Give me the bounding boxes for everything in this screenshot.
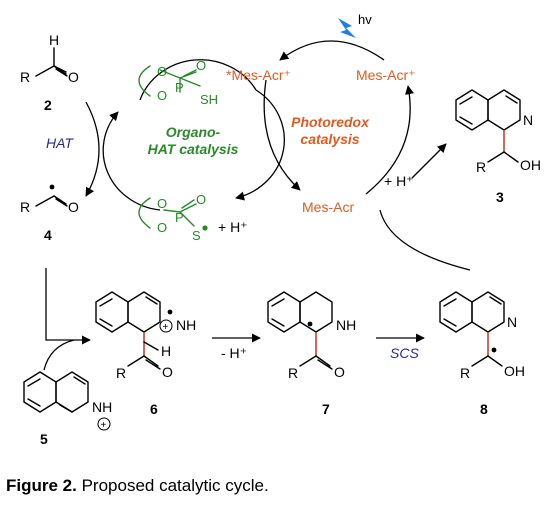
hv-label: hv xyxy=(358,12,372,27)
organo-label-line2: HAT catalysis xyxy=(148,141,239,157)
photo-right-arc xyxy=(365,85,414,195)
compound-2-h: H xyxy=(49,32,59,48)
caption-text: Proposed catalytic cycle. xyxy=(81,476,269,495)
compound-3-r: R xyxy=(476,159,486,175)
compound-3-n: N xyxy=(523,112,533,128)
mes-acr-cation: Mes-Acr⁺ xyxy=(356,67,416,83)
photo-top-arc xyxy=(279,40,385,61)
organo-cycle-left-arc xyxy=(102,111,161,211)
cat-top-o2: O xyxy=(157,88,167,103)
compound-6-h: H xyxy=(161,343,171,359)
compound-7-number: 7 xyxy=(322,401,330,417)
thiyl-radical-dot xyxy=(202,225,208,231)
isoquinoline-approach-curve xyxy=(43,339,75,371)
compound-8: N R OH 8 xyxy=(439,291,525,417)
photo-left-arc xyxy=(263,79,301,191)
compound-7-r: R xyxy=(288,365,298,381)
compound-7: NH R O 7 xyxy=(267,291,356,417)
compound-7-radical-dot xyxy=(307,321,313,327)
svg-text:+: + xyxy=(163,322,169,333)
cat-top-o1: O xyxy=(157,64,167,79)
compound-5-nh: NH xyxy=(92,399,112,415)
catalyst-thiyl-radical: O O P O S xyxy=(138,192,208,243)
compound-6: + NH H R O 6 xyxy=(95,291,196,417)
compound-6-r: R xyxy=(116,365,126,381)
compound-6-o: O xyxy=(162,364,173,380)
cat-bot-p: P xyxy=(175,210,184,225)
compound-3: N R OH 3 xyxy=(455,89,541,205)
figure-caption: Figure 2. Proposed catalytic cycle. xyxy=(6,476,269,496)
compound-2-r: R xyxy=(20,69,30,85)
compound-4-number: 4 xyxy=(44,227,52,243)
compound-2-o: O xyxy=(68,69,79,85)
hplus-right: + H⁺ xyxy=(384,173,414,189)
compound-2: R H O 2 xyxy=(20,32,79,113)
addition-arrow xyxy=(45,268,91,345)
compound-6-radical-dot xyxy=(167,309,173,315)
catalyst-thiol: O O P O SH xyxy=(138,58,218,107)
svg-text:+: + xyxy=(101,420,107,431)
caption-label: Figure 2. xyxy=(6,476,77,495)
mes-acr-excited: *Mes-Acr⁺ xyxy=(226,67,291,83)
mes-acr-neutral: Mes-Acr xyxy=(302,199,354,215)
hplus-left: + H⁺ xyxy=(218,219,248,235)
organo-label-line1: Organo- xyxy=(166,124,221,140)
hat-label: HAT xyxy=(46,135,74,151)
compound-4-o: O xyxy=(68,199,79,215)
compound-8-number: 8 xyxy=(480,401,488,417)
compound-7-nh: NH xyxy=(336,317,356,333)
compound-4-r: R xyxy=(20,199,30,215)
cat-top-p: P xyxy=(175,80,184,95)
compound-5: NH + 5 xyxy=(23,371,112,447)
photo-label-line1: Photoredox xyxy=(291,114,370,130)
compound-4: R O 4 xyxy=(20,184,79,243)
scs-label: SCS xyxy=(390,345,419,361)
photo-label-line2: catalysis xyxy=(300,131,359,147)
lightning-icon xyxy=(338,18,356,38)
compound-5-number: 5 xyxy=(40,431,48,447)
compound-3-number: 3 xyxy=(496,189,504,205)
compound-3-oh: OH xyxy=(520,157,541,173)
hat-arrow xyxy=(85,101,100,197)
cat-top-sh: SH xyxy=(200,92,218,107)
organo-cycle-top-arc xyxy=(139,59,257,101)
cat-bot-o1: O xyxy=(157,196,167,211)
minus-h-label: - H⁺ xyxy=(221,345,247,361)
compound-8-n: N xyxy=(507,314,517,330)
compound-6-number: 6 xyxy=(150,401,158,417)
compound-7-o: O xyxy=(334,364,345,380)
cat-bot-s: S xyxy=(192,228,201,243)
compound-2-number: 2 xyxy=(44,97,52,113)
compound-6-nh: NH xyxy=(176,317,196,333)
organo-cycle-right-arc xyxy=(235,89,285,201)
to-product-arrow xyxy=(411,143,447,179)
cat-bot-o3: O xyxy=(196,192,206,207)
cat-bot-o2: O xyxy=(157,220,167,235)
rearomatization-arrow xyxy=(379,209,471,271)
compound-5-charge xyxy=(97,417,111,431)
compound-8-radical-dot xyxy=(491,347,497,353)
compound-6-charge xyxy=(159,319,173,333)
compound-8-oh: OH xyxy=(504,363,525,379)
compound-8-r: R xyxy=(460,365,470,381)
radical-dot xyxy=(49,184,55,190)
cat-top-o3: O xyxy=(196,58,206,73)
